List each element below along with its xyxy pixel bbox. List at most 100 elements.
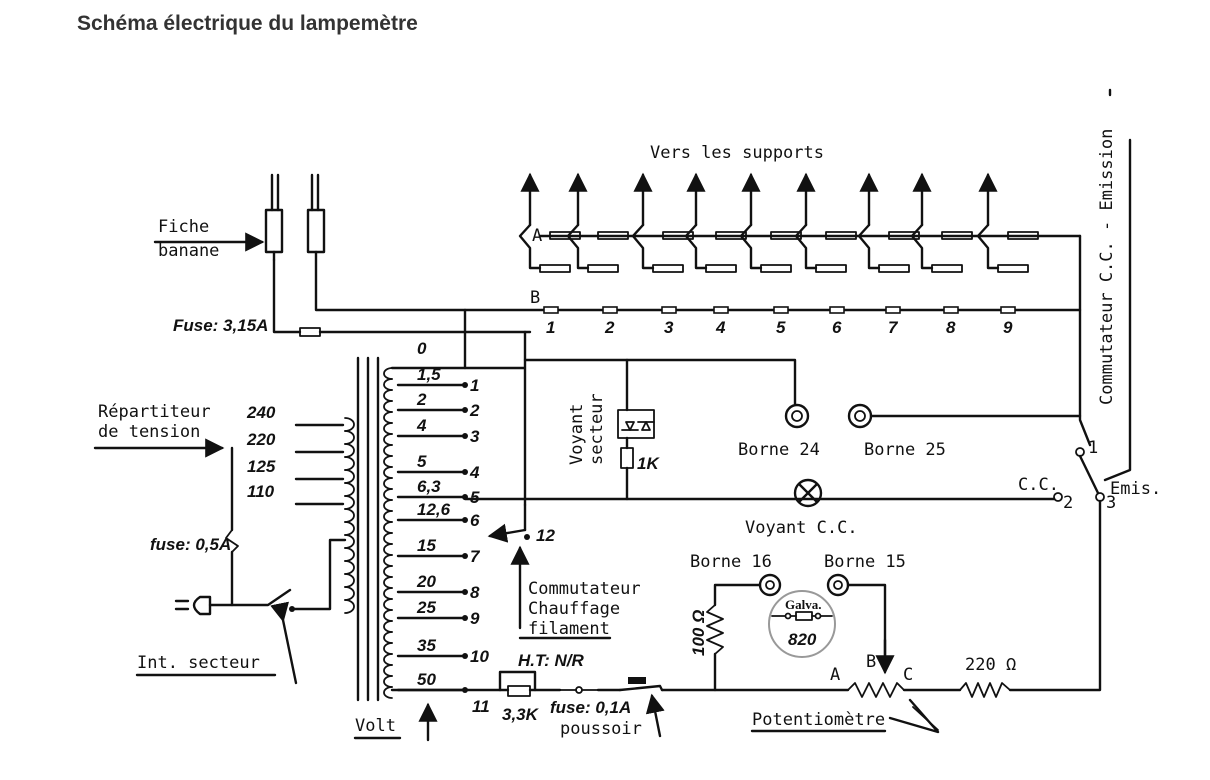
support-contact-b[interactable] xyxy=(543,306,559,314)
primary-coil-turn xyxy=(344,456,355,471)
support-contact-low[interactable] xyxy=(815,264,847,273)
secondary-coil-turn xyxy=(383,378,393,391)
secondary-tap-terminal[interactable] xyxy=(462,589,468,595)
support-contact-b[interactable] xyxy=(773,306,789,314)
label-tap11: 11 xyxy=(472,697,490,716)
primary-coil-turn xyxy=(344,443,355,458)
label-poussoir[interactable]: poussoir xyxy=(560,719,642,739)
label-fuse-01: fuse: 0,1A xyxy=(550,698,631,717)
support-contact-low[interactable] xyxy=(705,264,737,273)
secondary-tap-number: 2 xyxy=(469,401,480,420)
label-int-secteur[interactable]: Int. secteur xyxy=(137,653,260,673)
switch-pos2-contact[interactable] xyxy=(1053,492,1063,502)
secondary-tap-terminal[interactable] xyxy=(462,653,468,659)
poussoir-button[interactable] xyxy=(628,677,646,684)
primary-coil-turn xyxy=(344,560,355,575)
support-contact-b[interactable] xyxy=(602,306,618,314)
support-contact-low[interactable] xyxy=(931,264,963,273)
label-galva: Galva. xyxy=(785,597,821,612)
page-title: Schéma électrique du lampemètre xyxy=(77,12,418,35)
support-contact-b[interactable] xyxy=(943,306,959,314)
secondary-tap-terminal[interactable] xyxy=(462,553,468,559)
secondary-tap-terminal[interactable] xyxy=(462,433,468,439)
label-repartiteur-1: Répartiteur xyxy=(98,402,211,422)
label-pot-b: B xyxy=(866,652,876,672)
support-contact-b[interactable] xyxy=(885,306,901,314)
secondary-coil-turn xyxy=(383,488,393,501)
support-switch xyxy=(857,223,881,270)
galvanometer: Galva. 820 xyxy=(768,590,836,658)
borne-25-terminal[interactable] xyxy=(847,403,873,429)
banana-plugs xyxy=(153,173,1082,312)
secondary-tap-voltage: 5 xyxy=(417,452,427,471)
secondary-tap-number: 1 xyxy=(470,376,479,395)
secondary-coil-turn xyxy=(383,389,393,402)
borne-15-terminal[interactable] xyxy=(826,573,850,597)
support-switch xyxy=(631,223,655,270)
secondary-coil-turn xyxy=(383,521,393,534)
support-number: 8 xyxy=(946,318,956,337)
label-1k: 1K xyxy=(637,454,660,473)
secondary-tap-terminal[interactable] xyxy=(462,382,468,388)
secondary-coil-turn xyxy=(383,532,393,545)
label-bus-a: A xyxy=(532,226,542,246)
label-820: 820 xyxy=(788,630,817,649)
secondary-tap-number: 8 xyxy=(470,583,480,602)
label-potentiometre[interactable]: Potentiomètre xyxy=(752,710,885,730)
secondary-tap-terminal[interactable] xyxy=(462,517,468,523)
fuse-315-symbol xyxy=(299,327,321,337)
support-switch xyxy=(910,223,934,270)
switch-pos1-contact[interactable] xyxy=(1075,447,1085,457)
label-commutateur-ch-3[interactable]: filament xyxy=(528,619,610,639)
secondary-coil-turn xyxy=(383,411,393,424)
resistor-1k xyxy=(620,447,634,469)
support-contact-low[interactable] xyxy=(539,264,571,273)
support-number: 3 xyxy=(664,318,674,337)
secondary-tap-number: 6 xyxy=(470,511,480,530)
label-commutateur-ch-2[interactable]: Chauffage xyxy=(528,599,620,619)
secondary-coil-turn xyxy=(383,554,393,567)
support-switch xyxy=(684,223,708,270)
support-number: 4 xyxy=(715,318,726,337)
secondary-coil-turn xyxy=(383,433,393,446)
label-commutateur-ch-1[interactable]: Commutateur xyxy=(528,579,641,599)
secondary-coil-turn xyxy=(383,620,393,633)
support-contact-low[interactable] xyxy=(878,264,910,273)
support-contact-b[interactable] xyxy=(713,306,729,314)
secondary-coil-turn xyxy=(383,367,393,380)
resistor-3-3k xyxy=(507,685,531,697)
secondary-tap-terminal[interactable] xyxy=(462,615,468,621)
borne-16-terminal[interactable] xyxy=(758,573,782,597)
secondary-tap-voltage: 25 xyxy=(416,598,436,617)
primary-tap-label: 110 xyxy=(247,482,275,501)
support-number: 1 xyxy=(546,318,555,337)
secondary-tap-voltage: 2 xyxy=(416,390,427,409)
secondary-coil-turn xyxy=(383,565,393,578)
label-cc: C.C. xyxy=(1018,475,1059,495)
secondary-tap-terminal[interactable] xyxy=(462,407,468,413)
label-commutateur-cc: Commutateur C.C. - Emission xyxy=(1097,129,1117,405)
fuse-01-symbol xyxy=(575,686,583,694)
secondary-tap-number: 3 xyxy=(470,427,480,446)
borne-24-terminal[interactable] xyxy=(784,403,810,429)
label-ht: H.T: N/R xyxy=(518,651,585,670)
primary-coil-turn xyxy=(344,586,355,601)
support-contact-low[interactable] xyxy=(652,264,684,273)
support-contact-low[interactable] xyxy=(997,264,1029,273)
supports-group xyxy=(518,172,1039,273)
label-100: 100 Ω xyxy=(689,610,708,656)
secondary-tap-terminal[interactable] xyxy=(462,469,468,475)
support-contact-low[interactable] xyxy=(587,264,619,273)
support-switch xyxy=(976,223,1000,270)
secondary-tap-voltage: 4 xyxy=(416,416,427,435)
support-contact-b[interactable] xyxy=(1000,306,1016,314)
secondary-coil-turn xyxy=(383,576,393,589)
support-contact-low[interactable] xyxy=(760,264,792,273)
label-220: 220 Ω xyxy=(965,655,1016,675)
transformer xyxy=(344,356,393,702)
support-contact-b[interactable] xyxy=(829,306,845,314)
support-contact-b[interactable] xyxy=(661,306,677,314)
